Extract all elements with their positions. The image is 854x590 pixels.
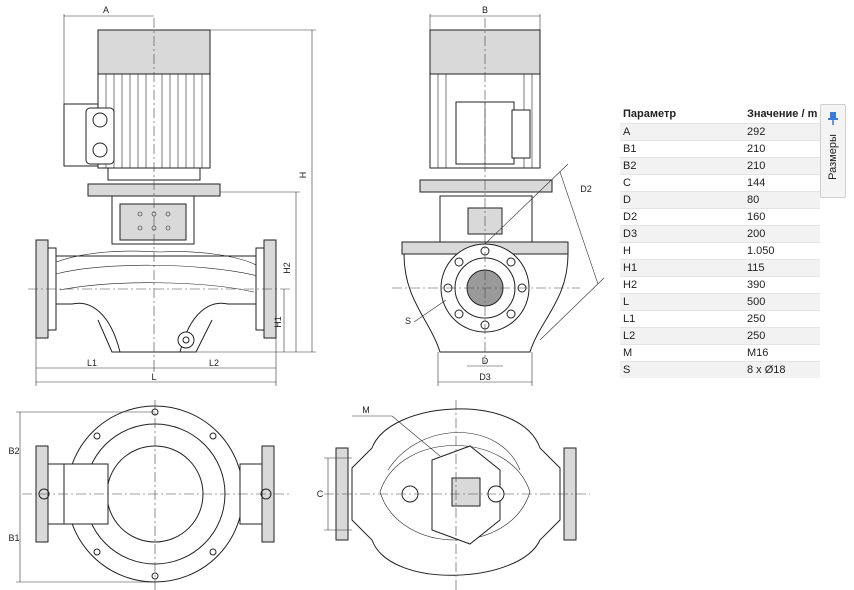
dim-label-A: A — [103, 5, 109, 15]
row-value: 292 — [744, 123, 820, 141]
dim-label-H: H — [298, 172, 308, 179]
dim-label-C: C — [317, 489, 324, 499]
bottom-view: C M — [317, 400, 590, 590]
row-value: 115 — [744, 259, 820, 277]
row-param: D3 — [620, 225, 744, 243]
row-value: 210 — [744, 157, 820, 175]
dim-label-H2: H2 — [282, 262, 292, 274]
row-value: 250 — [744, 327, 820, 345]
row-value: M16 — [744, 344, 820, 362]
row-param: D — [620, 191, 744, 209]
row-param: S — [620, 361, 744, 378]
side-tab-label[interactable]: Размеры — [827, 134, 839, 180]
row-param: M — [620, 344, 744, 362]
front-view: A H H2 H1 L1 L2 L — [28, 5, 316, 386]
dim-label-B: B — [482, 5, 488, 15]
dim-label-S: S — [405, 316, 411, 326]
row-param: A — [620, 123, 744, 141]
row-param: H2 — [620, 276, 744, 294]
row-value: 1.050 — [744, 242, 820, 260]
row-param: L2 — [620, 327, 744, 345]
dim-label-L: L — [151, 372, 156, 382]
row-param: D2 — [620, 208, 744, 226]
row-param: C — [620, 174, 744, 192]
row-value: 390 — [744, 276, 820, 294]
pin-icon[interactable] — [826, 111, 840, 125]
dim-label-H1: H1 — [273, 316, 283, 328]
row-value: 160 — [744, 208, 820, 226]
side-view: B D2 S D D3 — [392, 5, 605, 386]
dimensions-side-tab[interactable]: Размеры — [820, 104, 846, 198]
column-header-param: Параметр — [623, 108, 677, 120]
table-header-row: Параметр Значение / m — [620, 105, 820, 124]
row-value: 80 — [744, 191, 820, 209]
dim-label-L2: L2 — [209, 358, 219, 368]
dim-label-L1: L1 — [87, 358, 97, 368]
pump-dimension-drawing: A H H2 H1 L1 L2 L — [8, 5, 605, 590]
dim-label-D2: D2 — [580, 184, 592, 194]
row-param: L1 — [620, 310, 744, 328]
row-param: H1 — [620, 259, 744, 277]
column-header-value: Значение / m — [747, 108, 818, 120]
row-value: 8 x Ø18 — [744, 361, 820, 378]
row-value: 210 — [744, 140, 820, 158]
row-param: H — [620, 242, 744, 260]
row-value: 144 — [744, 174, 820, 192]
top-view: B2 B1 — [8, 400, 290, 590]
row-value: 250 — [744, 310, 820, 328]
row-param: L — [620, 293, 744, 311]
row-value: 500 — [744, 293, 820, 311]
dim-label-M: M — [362, 405, 370, 415]
row-param: B1 — [620, 140, 744, 158]
row-param: B2 — [620, 157, 744, 175]
dim-label-B1: B1 — [8, 533, 19, 543]
dim-label-D3: D3 — [479, 372, 491, 382]
row-value: 200 — [744, 225, 820, 243]
dim-label-D: D — [482, 356, 489, 366]
dim-label-B2: B2 — [8, 446, 19, 456]
